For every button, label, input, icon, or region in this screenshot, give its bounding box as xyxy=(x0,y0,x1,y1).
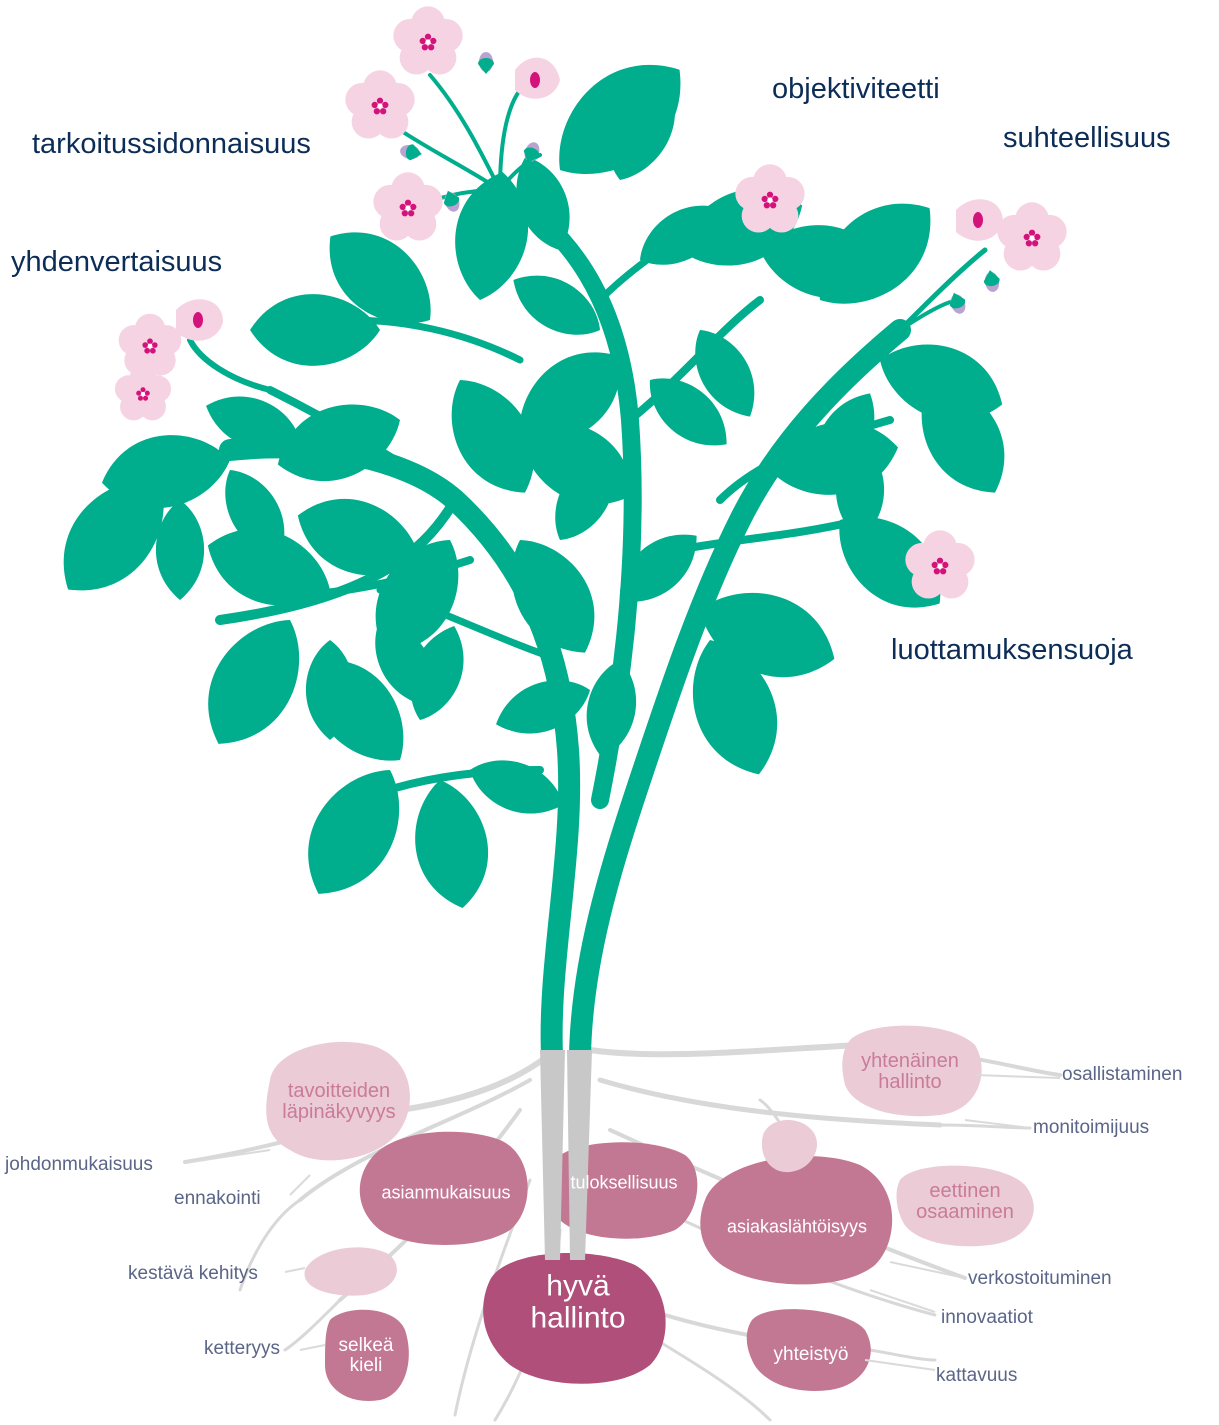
tuber-label-yhtenainen-hallinto: yhtenäinen hallinto xyxy=(861,1051,959,1093)
label-suhteellisuus: suhteellisuus xyxy=(1003,122,1171,155)
label-johdonmukaisuus: johdonmukaisuus xyxy=(5,1154,153,1176)
tuber-label-hyva-hallinto: hyvä hallinto xyxy=(530,1271,625,1334)
label-ketteryys: ketteryys xyxy=(204,1338,280,1360)
label-kattavuus: kattavuus xyxy=(936,1365,1017,1387)
label-kestava-kehitys: kestävä kehitys xyxy=(128,1263,258,1285)
label-tarkoitussidonnaisuus: tarkoitussidonnaisuus xyxy=(32,128,311,161)
label-yhdenvertaisuus: yhdenvertaisuus xyxy=(11,246,222,279)
tuber-label-tuloksellisuus: tuloksellisuus xyxy=(570,1174,677,1193)
tuber-label-asiakaslahtoisyys: asiakaslähtöisyys xyxy=(727,1218,867,1237)
label-osallistaminen: osallistaminen xyxy=(1062,1064,1182,1086)
tuber-label-yhteistyo: yhteistyö xyxy=(774,1345,849,1365)
label-verkostoituminen: verkostoituminen xyxy=(968,1268,1112,1290)
tuber-label-eettinen-osaaminen: eettinen osaaminen xyxy=(916,1181,1014,1223)
tuber-label-selkea-kieli: selkeä kieli xyxy=(339,1336,394,1376)
leaves xyxy=(38,37,1026,914)
tuber-label-asianmukaisuus: asianmukaisuus xyxy=(381,1184,510,1203)
label-objektiviteetti: objektiviteetti xyxy=(772,73,940,106)
label-innovaatiot: innovaatiot xyxy=(941,1307,1033,1329)
label-luottamuksensuoja: luottamuksensuoja xyxy=(891,634,1133,667)
label-ennakointi: ennakointi xyxy=(174,1188,261,1210)
label-monitoimijuus: monitoimijuus xyxy=(1033,1117,1149,1139)
tuber-label-tavoitteiden: tavoitteiden läpinäkyvyys xyxy=(282,1081,395,1123)
tuber-small-1 xyxy=(305,1247,397,1295)
